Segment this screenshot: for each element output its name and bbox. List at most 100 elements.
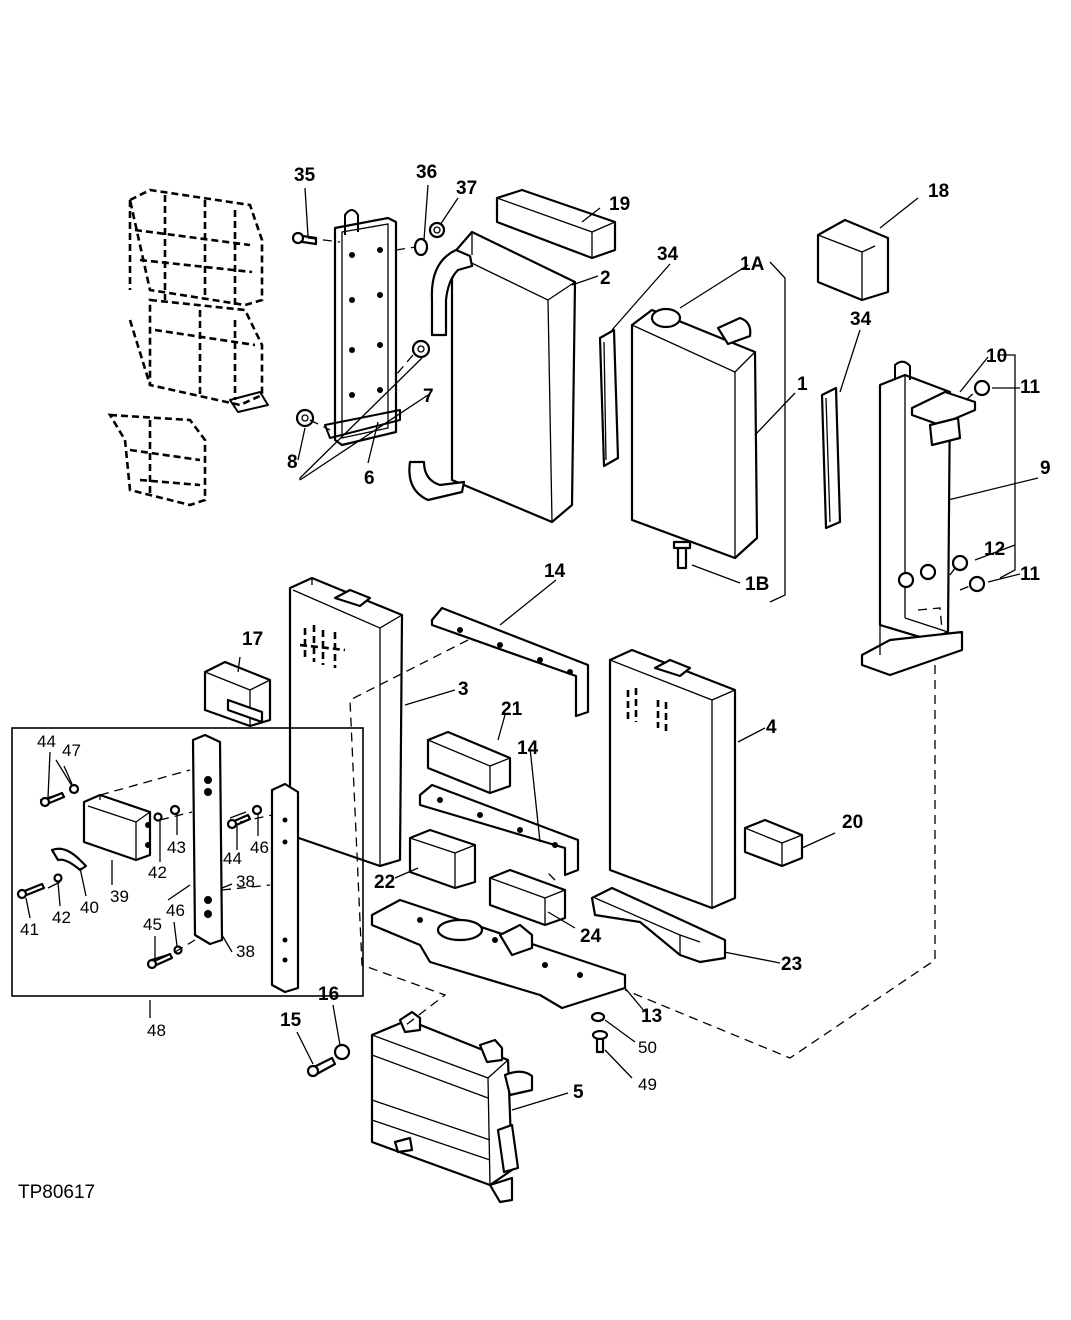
callout-24: 24 (580, 926, 602, 947)
inset-box (11, 727, 364, 997)
callout-47: 47 (62, 741, 81, 760)
nut-8 (295, 408, 315, 428)
callout-11-lower: 11 (1020, 564, 1041, 585)
callout-38-lower: 38 (236, 942, 255, 961)
bolt-44-lower (226, 813, 252, 830)
callout-50: 50 (638, 1038, 657, 1057)
callout-2: 2 (600, 268, 611, 289)
callout-34-right: 34 (850, 309, 872, 330)
screw-1b (672, 540, 692, 570)
callout-38-upper: 38 (236, 872, 255, 891)
callout-3: 3 (458, 679, 469, 700)
block-24 (488, 868, 567, 927)
bolt-49 (591, 1029, 609, 1054)
washer-36 (413, 237, 429, 257)
leader-38-lower (221, 934, 233, 953)
callout-22: 22 (374, 872, 395, 893)
nut-12 (951, 554, 969, 572)
callout-10: 10 (986, 346, 1007, 367)
callout-4: 4 (766, 717, 777, 738)
callout-41: 41 (20, 920, 39, 939)
block-23 (590, 886, 727, 964)
leader-41 (25, 897, 31, 919)
callout-18: 18 (928, 181, 949, 202)
washer-46-upper (251, 804, 263, 816)
base-plate-13 (370, 898, 627, 1010)
callout-46-upper: 46 (250, 838, 269, 857)
callout-45: 45 (143, 915, 162, 934)
washer-47 (68, 783, 80, 795)
callout-6: 6 (364, 468, 375, 489)
leader-lines (47, 184, 1039, 1111)
callout-14-upper: 14 (544, 561, 566, 582)
washer-50 (590, 1011, 606, 1023)
callout-17: 17 (242, 629, 263, 650)
callout-16: 16 (318, 984, 339, 1005)
callout-34-left: 34 (657, 244, 679, 265)
callout-1a: 1A (740, 254, 765, 275)
seal-34-right (820, 386, 842, 530)
callout-40: 40 (80, 898, 99, 917)
callout-1: 1 (797, 374, 808, 395)
bracket-14-upper (430, 606, 590, 718)
leader-38-upper (221, 883, 233, 889)
callout-20: 20 (842, 812, 863, 833)
bolt-41 (16, 882, 46, 900)
nut-37 (428, 221, 446, 239)
washer-16 (333, 1043, 351, 1061)
nut-7 (411, 339, 431, 359)
seal-34-left (598, 328, 620, 468)
callout-5: 5 (573, 1082, 584, 1103)
callout-8: 8 (287, 452, 298, 473)
callout-42-lower: 42 (52, 908, 71, 927)
leader-40 (79, 867, 87, 897)
bolt-45 (146, 952, 174, 970)
washer-42-upper (153, 812, 163, 822)
callout-11-upper: 11 (1020, 377, 1041, 398)
callout-14-lower: 14 (517, 738, 539, 759)
bracket-6 (324, 209, 401, 447)
callout-46-lower: 46 (166, 901, 185, 920)
callout-43: 43 (167, 838, 186, 857)
washer-43 (169, 804, 181, 816)
leader-42-lower (57, 881, 61, 907)
callout-15: 15 (280, 1010, 302, 1031)
block-20 (743, 818, 804, 868)
strip-19 (495, 188, 617, 260)
nut-11-lower (968, 575, 986, 593)
callout-48: 48 (147, 1021, 166, 1040)
bolt-44-upper (39, 791, 66, 808)
callout-7: 7 (423, 386, 434, 407)
callout-1b: 1B (745, 574, 769, 595)
callout-42-upper: 42 (148, 863, 167, 882)
callout-21: 21 (501, 699, 523, 720)
callout-44-upper: 44 (37, 732, 56, 751)
support-post-9 (860, 360, 977, 677)
leader-46-lower (173, 921, 178, 947)
side-panel-4 (608, 648, 737, 910)
callout-36: 36 (416, 162, 437, 183)
callout-19: 19 (609, 194, 630, 215)
callout-49: 49 (638, 1075, 657, 1094)
callout-44-lower: 44 (223, 849, 242, 868)
block-18 (816, 218, 890, 302)
bracket-14-lower (418, 783, 580, 877)
radiator-2 (408, 230, 577, 524)
bolt-15 (306, 1056, 337, 1078)
clamp-39 (82, 793, 152, 862)
clip-40 (50, 847, 88, 872)
block-17 (203, 660, 272, 728)
side-panel-3 (288, 576, 404, 868)
callout-23: 23 (781, 954, 802, 975)
block-22 (408, 828, 477, 890)
oil-cooler-5 (370, 1010, 534, 1204)
bolt-35 (291, 231, 318, 246)
bracket-38-rear (270, 782, 300, 994)
callout-39: 39 (110, 887, 129, 906)
washer-42-lower (53, 873, 63, 883)
bracket-38-front (191, 733, 224, 946)
nut-11-upper (973, 379, 991, 397)
callout-12: 12 (984, 539, 1005, 560)
